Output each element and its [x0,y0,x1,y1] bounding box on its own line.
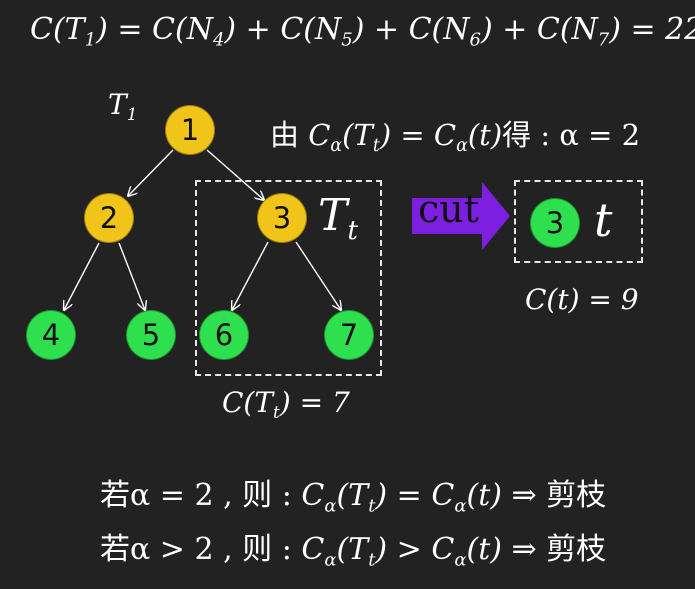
rule-prefix: 若α > 2 , 则 : [100,532,302,567]
tree-name: T [108,88,127,121]
rule-equal: 若α = 2 , 则 : Cα(Tt) = Cα(t) ⇒ 剪枝 [100,478,607,517]
formula-subscript: 7 [597,29,610,51]
rule-prefix: 若α = 2 , 则 : [100,478,302,513]
edge-3-6 [232,241,269,310]
alpha-lhs: C [308,118,331,152]
alpha-condition: 由 Cα(Tt) = Cα(t)得 : α = 2 [270,112,640,156]
node-label: 1 [180,113,200,147]
tree-node-1: 1 [165,105,215,155]
rule-greater: 若α > 2 , 则 : Cα(Tt) > Cα(t) ⇒ 剪枝 [100,532,607,571]
subtree-name-subscript: t [347,215,358,247]
formula-text: ) = C(N [96,12,213,47]
tree-node-4: 4 [26,310,76,360]
alpha-lhs-post: ) = [379,118,434,152]
subtree-name: T [318,190,348,241]
alpha-lhs-subscript-t: t [372,136,380,157]
tree-node-2: 2 [84,193,134,243]
subtree-label: Tt [318,190,358,246]
formula-subscript: 6 [469,29,481,51]
rule-conclusion: ⇒ 剪枝 [501,532,607,567]
alpha-rhs-subscript: α [456,136,468,157]
node-label: 3 [272,201,292,235]
node-label: 2 [99,201,119,235]
pruned-node-label: t [594,193,613,247]
tree-name-subscript: 1 [126,103,138,124]
pruned-cost: C(t) = 9 [525,283,639,316]
node-label: 7 [339,318,359,352]
formula-text: C(T [30,12,85,47]
cut-arrow-shape [412,182,510,250]
pruned-node-3: 3 [530,198,580,248]
node-label: 3 [545,206,565,240]
node-label: 5 [141,318,161,352]
tree-name-label: T1 [108,88,137,124]
alpha-lhs-mid: (T [342,118,373,152]
alpha-rhs-post: (t) [467,118,503,152]
node-label: 4 [41,318,61,352]
tree-node-7: 7 [324,310,374,360]
edge-1-3 [206,149,264,200]
formula-text: ) + C(N [224,12,342,47]
subtree-cost-subscript: t [273,401,280,422]
cut-label: cut [418,187,480,231]
rule-relation: = [387,478,432,513]
alpha-rhs: C [433,118,457,152]
formula-text: ) = 22 [609,12,695,47]
node-label: 6 [214,318,234,352]
subtree-cost: C(Tt) = 7 [222,386,350,422]
rule-relation: > [387,532,432,567]
subtree-box [195,180,382,376]
tree-node-5: 5 [126,310,176,360]
formula-subscript: 1 [84,29,97,51]
formula-subscript: 4 [212,29,225,51]
formula-text: ) + C(N [480,12,598,47]
tree-node-3: 3 [257,193,307,243]
formula-text: ) + C(N [352,12,470,47]
alpha-suffix: 得 : α = 2 [502,118,641,152]
edge-1-2 [128,149,174,196]
tree-node-6: 6 [199,310,249,360]
alpha-lhs-subscript: α [330,136,343,157]
total-cost-formula: C(T1) = C(N4) + C(N5) + C(N6) + C(N7) = … [30,12,695,50]
alpha-prefix: 由 [270,118,309,152]
subtree-cost-post: ) = 7 [279,386,350,419]
pruned-result-box [514,180,643,263]
rule-conclusion: ⇒ 剪枝 [501,478,607,513]
edge-2-5 [118,242,145,310]
edge-3-7 [295,241,341,310]
edge-2-4 [64,242,100,310]
formula-subscript: 5 [341,29,353,51]
subtree-cost-pre: C(T [222,386,274,419]
